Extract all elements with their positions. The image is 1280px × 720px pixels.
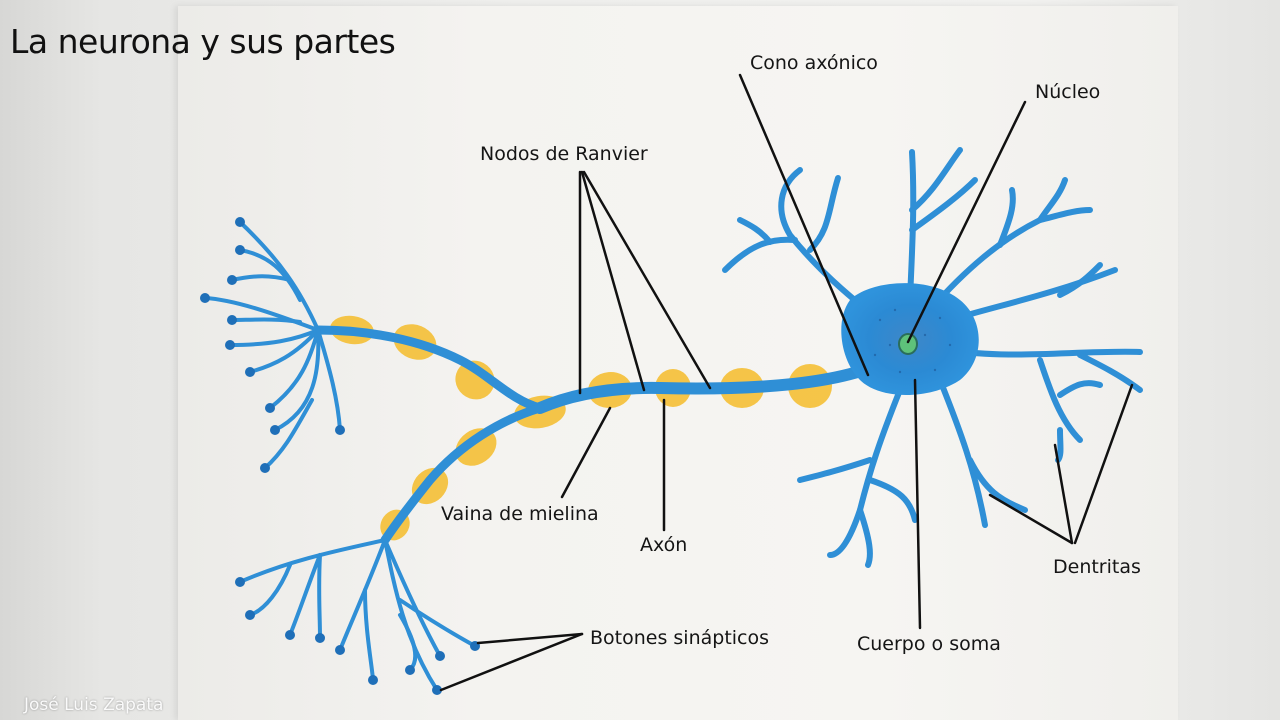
axon-body xyxy=(313,325,876,545)
label-cono-axonico: Cono axónico xyxy=(750,52,878,74)
synaptic-button xyxy=(265,403,275,413)
myelin-segment xyxy=(455,428,497,466)
synaptic-button xyxy=(335,645,345,655)
soma-speckles xyxy=(873,308,952,374)
synaptic-button xyxy=(227,315,237,325)
myelin-sheath xyxy=(330,315,832,541)
synaptic-button xyxy=(235,245,245,255)
synaptic-button xyxy=(227,275,237,285)
label-nucleo: Núcleo xyxy=(1035,81,1101,103)
axon-terminal-lower xyxy=(238,538,477,692)
synaptic-button xyxy=(235,577,245,587)
axon-terminal-upper xyxy=(203,220,342,470)
label-cuerpo-soma: Cuerpo o soma xyxy=(857,633,1001,655)
label-botones-sinapticos: Botones sinápticos xyxy=(590,627,770,649)
synaptic-button xyxy=(432,685,442,695)
label-nodos-ranvier: Nodos de Ranvier xyxy=(480,143,648,165)
synaptic-button xyxy=(270,425,280,435)
synaptic-button xyxy=(435,651,445,661)
label-dentritas: Dentritas xyxy=(1053,556,1141,578)
synaptic-button xyxy=(285,630,295,640)
paper-sheet xyxy=(178,6,1178,720)
synaptic-button xyxy=(200,293,210,303)
synaptic-button xyxy=(368,675,378,685)
synaptic-button xyxy=(245,367,255,377)
synaptic-button xyxy=(405,665,415,675)
label-vaina-mielina: Vaina de mielina xyxy=(441,503,599,525)
synaptic-button xyxy=(235,217,245,227)
synaptic-button xyxy=(245,610,255,620)
page-title: La neurona y sus partes xyxy=(10,22,396,61)
synaptic-button xyxy=(225,340,235,350)
synaptic-buttons xyxy=(200,217,480,695)
nucleus xyxy=(898,333,918,355)
synaptic-button xyxy=(335,425,345,435)
label-axon: Axón xyxy=(640,534,688,556)
synaptic-button xyxy=(260,463,270,473)
leader-lines xyxy=(439,73,1134,692)
author-credit: José Luis Zapata xyxy=(24,695,164,715)
synaptic-button xyxy=(315,633,325,643)
